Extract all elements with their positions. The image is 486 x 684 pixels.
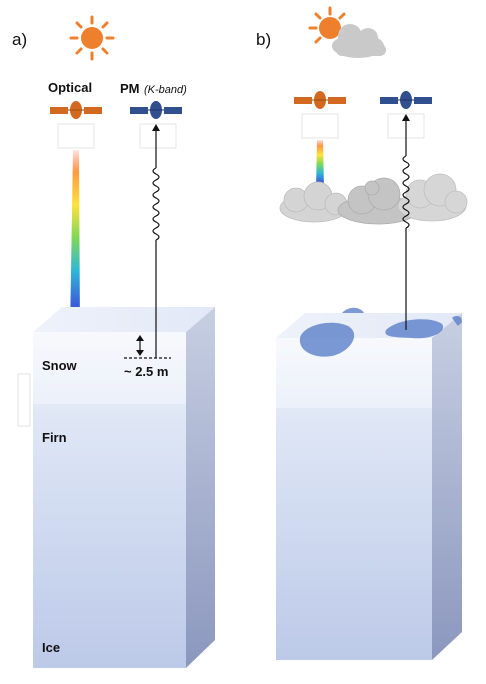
depth-label: ~ 2.5 m (124, 364, 169, 379)
pm-satellite-icon (380, 91, 432, 109)
panel-label-a: a) (12, 30, 28, 49)
optical-satellite-icon (50, 101, 102, 119)
pm-signal-a (152, 124, 160, 358)
optical-beam (70, 150, 80, 333)
cloud-icon (332, 24, 386, 58)
cloud-icon (397, 173, 468, 222)
optical-label: Optical (48, 80, 93, 95)
sensor-box (57, 123, 95, 149)
pm-band-label: (K-band) (143, 84, 187, 96)
cloud-icon (337, 177, 419, 225)
sensor-box (139, 123, 177, 149)
meltwater-pond (342, 307, 364, 313)
optical-satellite-icon (294, 91, 346, 109)
meltwater-pond (299, 322, 355, 357)
sun-icon (69, 15, 115, 61)
ice-block-a (17, 307, 215, 668)
layer-label-ice: Ice (42, 640, 61, 655)
pm-label: PM (120, 81, 140, 96)
pm-label-group: PM (K-band) (120, 80, 187, 98)
sensor-box (301, 113, 339, 139)
layer-label-snow: Snow (42, 358, 77, 373)
optical-beam-blocked (316, 140, 324, 190)
moon-icon (411, 14, 446, 53)
panel-label-b: b) (256, 30, 272, 49)
pm-satellite-icon (130, 101, 182, 119)
pm-signal-b (402, 114, 410, 330)
cloud-icon (279, 181, 349, 223)
layer-label-firn: Firn (42, 430, 67, 445)
depth-indicator (124, 335, 171, 359)
ice-block-b (276, 307, 462, 660)
meltwater-pond (385, 319, 444, 339)
meltwater-pond (452, 315, 462, 326)
